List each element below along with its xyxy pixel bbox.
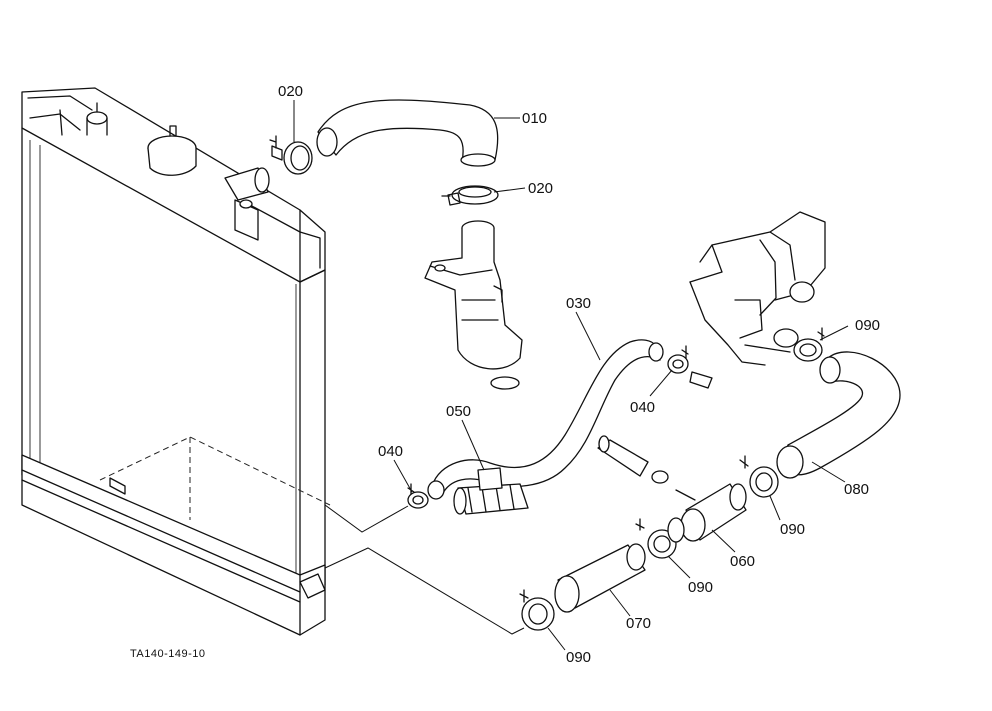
hose-070: [554, 543, 646, 613]
hose-060: [680, 483, 747, 542]
pipe-fitting: [597, 435, 696, 501]
drawing-code: TA140-149-10: [130, 648, 206, 660]
label-030: 030: [566, 295, 591, 312]
label-090-top: 090: [855, 317, 880, 334]
label-010: 010: [522, 110, 547, 127]
assembly-lines: [324, 504, 525, 635]
y-hose-050: [453, 467, 529, 515]
radiator: [21, 87, 331, 636]
label-050: 050: [446, 403, 471, 420]
label-090-bottom: 090: [566, 649, 591, 666]
callout-labels: 020 010 020 030 090 040 050 040 080 090 …: [278, 83, 880, 666]
thermostat-housing: [424, 220, 523, 390]
label-060: 060: [730, 553, 755, 570]
clamp-090-lower-right: [667, 517, 685, 543]
clamp-090-top: [793, 327, 825, 362]
clamp-020-upper: [269, 135, 313, 175]
radiator-cap: [86, 102, 197, 176]
label-020-top: 020: [278, 83, 303, 100]
clamp-090-mid: [739, 455, 779, 498]
label-090-center: 090: [688, 579, 713, 596]
engine-block: [689, 211, 826, 366]
callout-leaders: [293, 100, 849, 651]
label-090-mid: 090: [780, 521, 805, 538]
label-020-mid: 020: [528, 180, 553, 197]
label-080: 080: [844, 481, 869, 498]
clamp-040-right: [667, 345, 713, 389]
clamp-020-lower: [441, 185, 499, 206]
label-040-left: 040: [378, 443, 403, 460]
upper-hose-010: [316, 99, 499, 167]
lower-hose-080: [776, 351, 901, 479]
clamp-040-left: [407, 483, 429, 509]
label-040-right: 040: [630, 399, 655, 416]
label-070: 070: [626, 615, 651, 632]
clamp-090-bottom: [519, 589, 555, 631]
